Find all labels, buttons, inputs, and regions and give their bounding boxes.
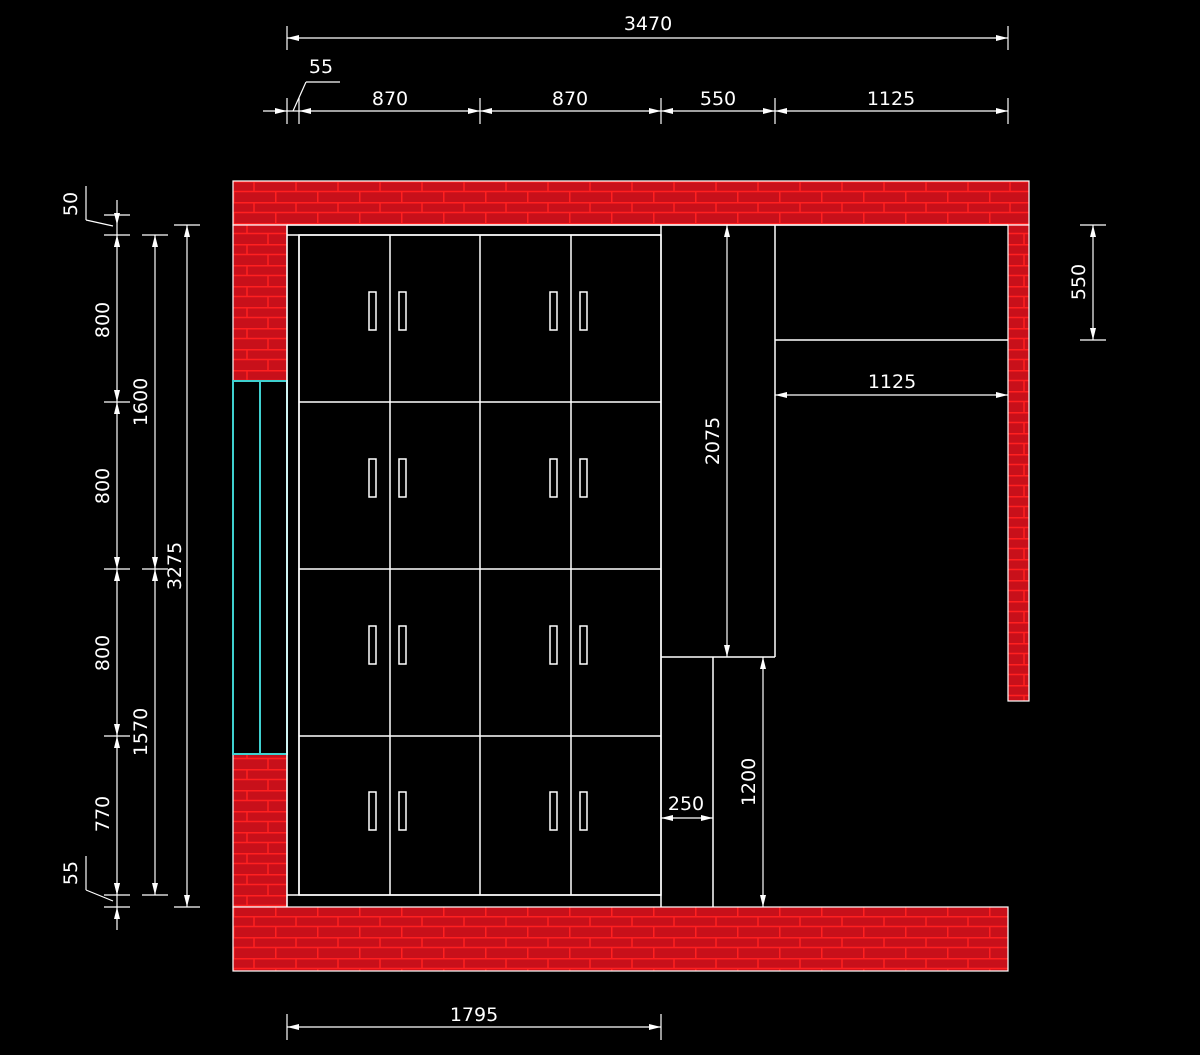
tall-column [660,225,776,907]
arrow-head [996,108,1008,114]
dimension-line [85,889,114,902]
dim-seg-1: 870 [372,88,408,110]
door-handle [549,625,558,665]
arrow-head [114,907,120,919]
dim-row-1: 800 [92,302,114,338]
dim-bottom-wall: 55 [60,861,82,885]
arrow-head [763,108,775,114]
door-handle [368,791,377,831]
arrow-head [299,108,311,114]
arrow-head [1090,225,1096,237]
arrow-head [287,35,299,41]
arrow-head [114,390,120,402]
arrow-head [996,35,1008,41]
door-handle [549,291,558,331]
wall-top [232,180,1030,226]
arrow-head [114,235,120,247]
dim-cabinet-width: 1795 [450,1004,498,1026]
arrow-head [760,657,766,669]
door-handle [398,625,407,665]
arrow-head [152,883,158,895]
arrow-head [775,392,787,398]
door-handle [579,791,588,831]
arrow-head [114,557,120,569]
dim-shelf-depth: 550 [1068,264,1090,300]
arrow-head [114,883,120,895]
arrow-head [724,645,730,657]
arrow-head [275,108,287,114]
dim-top-wall: 50 [60,192,82,216]
arrow-head [114,402,120,414]
dim-row-2: 800 [92,468,114,504]
door-handles [368,291,588,831]
door-handle [398,458,407,498]
arrow-head [701,815,713,821]
door-handle [368,291,377,331]
dim-row-4: 770 [92,796,114,832]
arrow-head [184,895,190,907]
dimension-line [85,219,114,227]
dim-upper-total: 1600 [130,378,152,426]
door-handle [398,791,407,831]
dim-overall-width: 3470 [624,13,672,35]
dim-overall-height: 3275 [164,542,186,590]
dimension-labels: 3470 55 870 870 550 1125 50 800 800 800 … [60,13,1090,1026]
dim-column-height: 2075 [702,417,724,465]
arrow-head [152,569,158,581]
arrow-head [775,108,787,114]
door-handle [579,625,588,665]
arrow-head [114,724,120,736]
arrow-head [114,569,120,581]
dim-top-offset: 55 [309,56,333,78]
wall-bottom [232,906,1009,972]
arrow-head [724,225,730,237]
walls [232,180,1030,972]
door-handle [549,458,558,498]
arrow-head [114,736,120,748]
dim-recess-width: 250 [668,793,704,815]
room-outline [286,224,1008,907]
door-handle [579,291,588,331]
door-handle [579,458,588,498]
arrow-head [649,108,661,114]
arrow-head [152,235,158,247]
dimension-lines [85,26,1106,1040]
dim-seg-2: 870 [552,88,588,110]
arrow-head [184,225,190,237]
wardrobe-cabinet [298,234,662,896]
window [232,380,288,755]
arrow-head [114,213,120,225]
dim-seg-4: 1125 [867,88,915,110]
arrow-head [480,108,492,114]
door-handle [398,291,407,331]
arrow-head [1090,328,1096,340]
arrow-head [661,108,673,114]
door-handle [368,625,377,665]
wall-right [1007,224,1030,702]
arrow-head [468,108,480,114]
arrow-head [287,1024,299,1030]
arrow-head [760,895,766,907]
door-handle [368,458,377,498]
dim-row-3: 800 [92,635,114,671]
dim-shelf-width: 1125 [868,371,916,393]
dim-seg-3: 550 [700,88,736,110]
dim-recess-depth: 1200 [738,758,760,806]
door-handle [549,791,558,831]
arrow-head [996,392,1008,398]
wall-left-lower [232,753,288,908]
dim-lower-total: 1570 [130,708,152,756]
arrow-head [649,1024,661,1030]
dimension-line [292,81,307,112]
arrow-head [661,815,673,821]
arrow-head [152,557,158,569]
wall-left-upper [232,224,288,382]
